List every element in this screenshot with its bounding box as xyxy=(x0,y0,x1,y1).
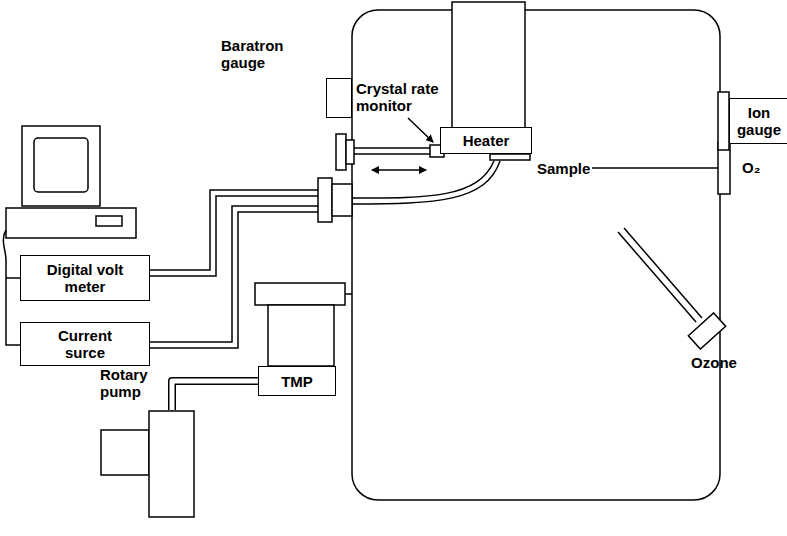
component-box: Heater xyxy=(440,127,532,154)
computer-base xyxy=(6,208,136,238)
tmp-body xyxy=(268,305,334,366)
travel-arrow xyxy=(372,169,426,171)
component-label: Ozone xyxy=(684,354,744,371)
component-label: Digital volt meter xyxy=(44,261,126,295)
port-flange xyxy=(336,134,346,170)
part-label: Sample xyxy=(537,160,590,177)
computer-cable xyxy=(3,230,20,345)
component-outline xyxy=(684,312,730,350)
component-label: Rotary pump xyxy=(100,366,158,400)
signal-cable xyxy=(150,196,318,276)
component-outline xyxy=(100,410,195,518)
signal-cable xyxy=(150,190,318,270)
part-label: Crystal rate monitor xyxy=(356,80,451,114)
part-label: O₂ xyxy=(742,159,760,176)
component-label: Heater xyxy=(463,132,510,149)
ozone-tube xyxy=(624,228,702,318)
tmp-flange xyxy=(255,283,345,305)
component-box: TMP xyxy=(258,366,336,396)
component-box: Digital volt meter xyxy=(20,255,150,301)
component-box: Baratron gauge xyxy=(326,78,352,118)
port-flange xyxy=(346,140,354,164)
ozone-tube xyxy=(618,232,696,322)
component-label: Current surce xyxy=(44,327,126,361)
computer-cable xyxy=(6,277,20,279)
gauge-flange xyxy=(718,92,729,150)
vacuum-chamber xyxy=(352,10,720,500)
component-box: Current surce xyxy=(20,322,150,366)
sample-holder xyxy=(490,154,530,160)
computer-screen xyxy=(34,138,88,192)
sample-cable xyxy=(352,161,494,198)
sample-cable xyxy=(352,161,500,204)
component-label: Ion gauge xyxy=(734,104,784,138)
monitor-rod xyxy=(354,147,430,149)
computer-monitor xyxy=(22,126,100,206)
heater-mount xyxy=(452,2,525,128)
component-label: TMP xyxy=(281,373,313,390)
component-label: Baratron gauge xyxy=(221,37,301,71)
vacuum-pipe xyxy=(172,381,258,410)
feedthrough-flange xyxy=(318,178,332,222)
disk-drive xyxy=(96,216,122,226)
tmp-neck xyxy=(345,293,352,295)
monitor-rod xyxy=(354,153,430,155)
leader-line xyxy=(408,118,433,142)
feedthrough-flange xyxy=(332,184,352,216)
gas-line xyxy=(592,167,718,169)
component-box: Ion gauge xyxy=(729,98,787,144)
component-box: Ozone xyxy=(684,312,730,350)
component-box: Rotary pump xyxy=(100,410,195,518)
